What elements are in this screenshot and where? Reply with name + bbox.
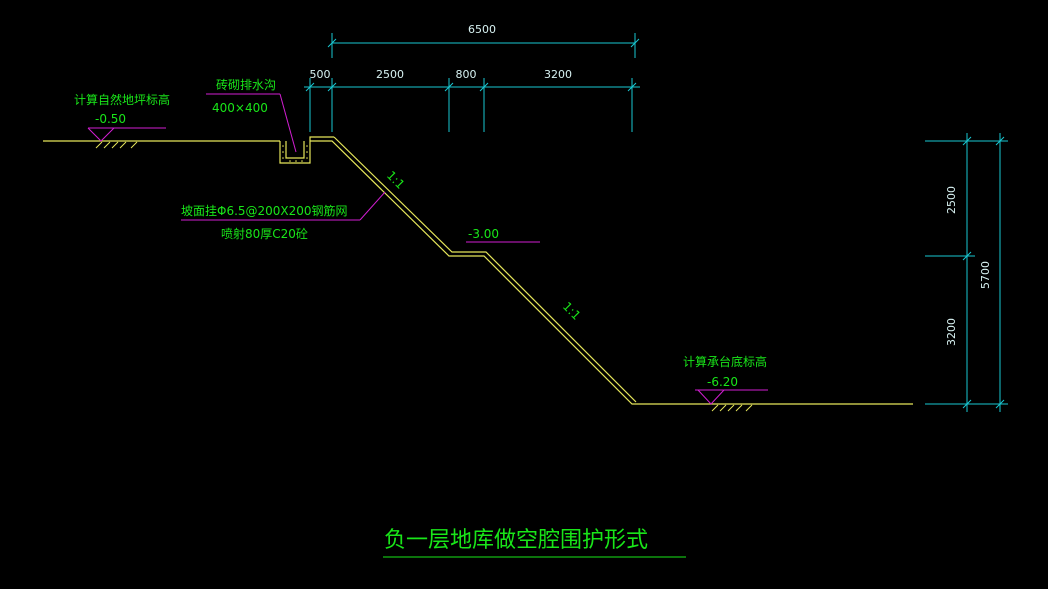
dim-total-6500: 6500 xyxy=(468,23,496,36)
dim-3200: 3200 xyxy=(544,68,572,81)
pit-bottom-title: 计算承台底标高 xyxy=(683,354,767,369)
drawing-title: 负一层地库做空腔围护形式 xyxy=(384,528,648,553)
natural-ground-elev: -0.50 xyxy=(95,112,126,126)
pit-bottom-elev: -6.20 xyxy=(707,375,738,389)
berm-elev: -3.00 xyxy=(468,227,499,241)
dim-2500: 2500 xyxy=(376,68,404,81)
ground-profile xyxy=(43,136,913,405)
dim-500: 500 xyxy=(310,68,331,81)
ditch-masonry-hatch xyxy=(282,145,308,162)
elevation-symbols xyxy=(87,93,768,405)
ground-hatch xyxy=(95,141,753,412)
drain-size: 400×400 xyxy=(212,101,268,115)
dim-right-5700: 5700 xyxy=(979,261,992,289)
top-dimensions xyxy=(304,33,640,132)
dim-800: 800 xyxy=(456,68,477,81)
dim-right-2500: 2500 xyxy=(945,186,958,214)
right-dimensions xyxy=(925,133,1008,412)
protection-line-1: 坡面挂Φ6.5@200X200钢筋网 xyxy=(181,203,348,218)
dim-right-3200: 3200 xyxy=(945,318,958,346)
natural-ground-title: 计算自然地坪标高 xyxy=(74,92,170,107)
protection-line-2: 喷射80厚C20砼 xyxy=(221,226,308,241)
drain-title: 砖砌排水沟 xyxy=(216,77,276,92)
slope-lower-ratio: 1:1 xyxy=(560,299,584,323)
